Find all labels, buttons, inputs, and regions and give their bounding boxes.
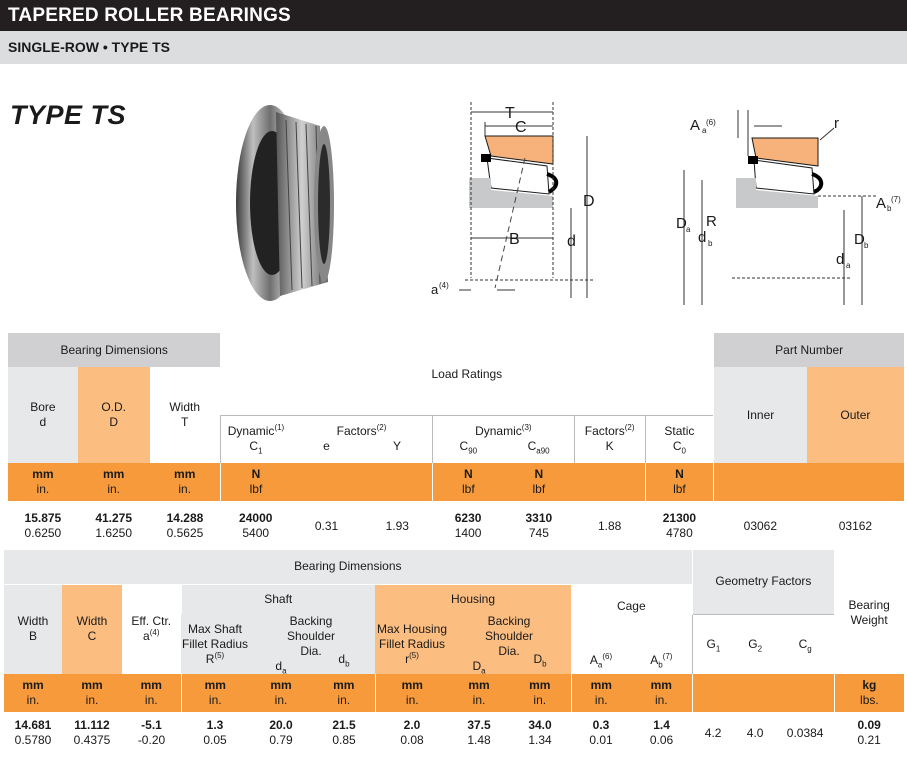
label-Aa-sup: (6)	[706, 118, 716, 127]
label-Ab-sup: (7)	[891, 195, 901, 204]
label-da-sub: a	[846, 261, 851, 270]
label-Db: D	[854, 231, 865, 248]
section-title: TAPERED ROLLER BEARINGS	[0, 0, 907, 31]
col-dynamic-c90: Dynamic(3)C90	[432, 414, 532, 463]
label-B: B	[509, 231, 520, 248]
label-Da-sub: a	[686, 225, 691, 234]
section-subtitle: SINGLE-ROW • TYPE TS	[0, 31, 907, 64]
label-C: C	[515, 119, 527, 136]
col-eff-ctr: Eff. Ctr.a(4)	[122, 583, 181, 674]
col-dynamic-ca90: Ca90	[503, 414, 575, 463]
type-title: TYPE TS	[10, 100, 127, 130]
label-Da: D	[676, 215, 687, 232]
group-geometry-factors: Geometry Factors	[691, 550, 835, 614]
label-Ab: A	[876, 195, 886, 212]
col-inner: Inner	[713, 367, 807, 463]
col-backing-housing-db: Db	[509, 614, 571, 674]
label-Aa: A	[690, 117, 700, 134]
label-da: d	[836, 251, 844, 268]
group-bearing-dimensions: Bearing Dimensions	[8, 333, 221, 367]
label-a: a	[431, 282, 439, 297]
col-factor-k: Factors(2)K	[573, 414, 646, 463]
col-cg: Cg	[776, 613, 835, 674]
label-db-sub: b	[708, 239, 713, 248]
label-Db-sub: b	[864, 241, 869, 250]
label-d: d	[567, 233, 576, 250]
label-Ab-sub: b	[887, 204, 892, 213]
bearing-cross-section-diagram: T C B D d a (4)	[431, 102, 595, 298]
label-R: R	[706, 213, 717, 230]
label-r: r	[834, 115, 839, 132]
col-g2: G2	[734, 613, 777, 674]
col-od: O.D.D	[77, 367, 150, 463]
col-g1: G1	[691, 613, 735, 674]
group-bearing-dimensions-2: Bearing Dimensions	[4, 550, 693, 584]
group-housing: Housing	[375, 583, 571, 614]
label-db: d	[698, 229, 706, 246]
bearing-dimensions-load-table: Bearing Dimensions Load Ratings Part Num…	[8, 333, 904, 551]
col-cage-aa: Aa(6)	[571, 614, 631, 674]
label-Aa-sub: a	[702, 126, 707, 135]
label-T: T	[505, 105, 515, 122]
col-outer: Outer	[806, 367, 904, 463]
label-a-sup: (4)	[439, 281, 449, 290]
group-shaft: Shaft	[180, 583, 375, 614]
mounting-dimensions-table: Bearing Dimensions Geometry Factors Bear…	[4, 550, 905, 754]
col-backing-shaft-db: db	[313, 614, 375, 674]
group-part-number: Part Number	[713, 333, 904, 367]
group-cage: Cage	[571, 583, 693, 614]
col-factor-y: Y	[361, 414, 433, 463]
bearing-mounting-diagram: A a (6) r A b (7) D a R d b D b d a	[676, 110, 901, 305]
group-load-ratings: Load Ratings	[220, 333, 714, 415]
col-cage-ab: Ab(7)	[631, 614, 693, 674]
bearing-photo-image	[236, 105, 334, 301]
col-factor-e: Factors(2)e	[291, 414, 386, 463]
col-dynamic-c1: Dynamic(1)C1	[219, 414, 292, 463]
label-D: D	[583, 193, 595, 210]
